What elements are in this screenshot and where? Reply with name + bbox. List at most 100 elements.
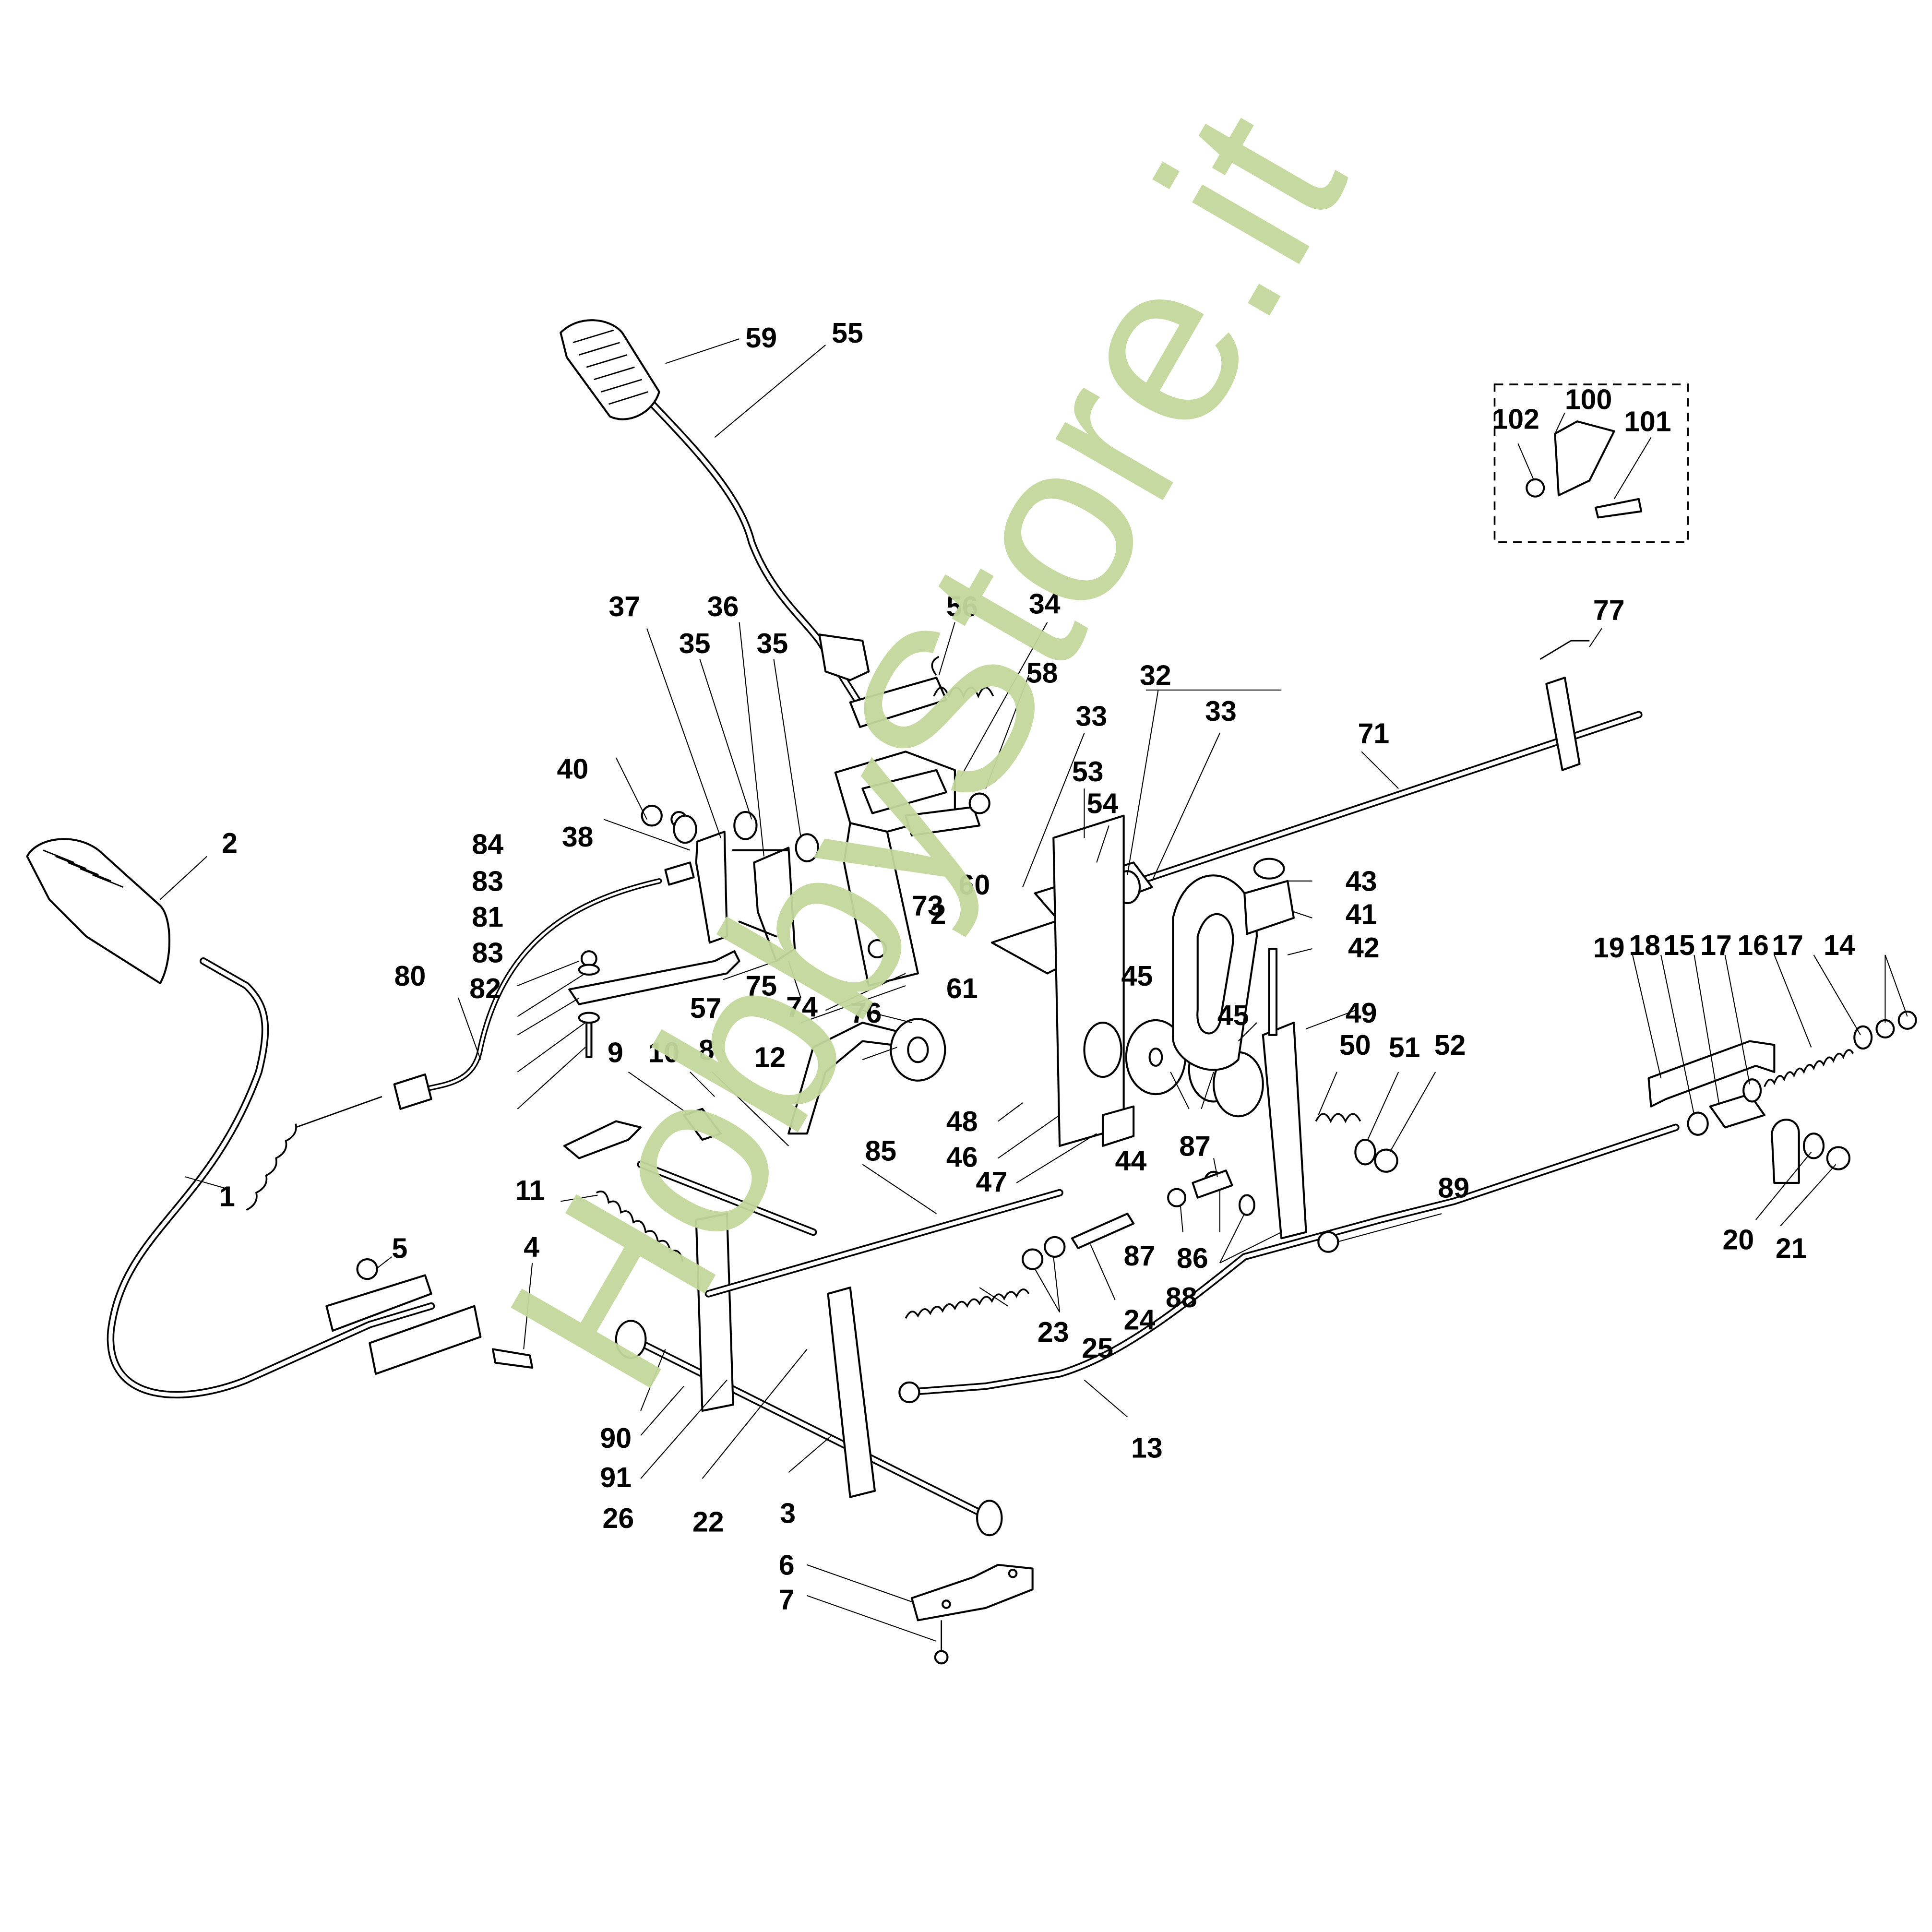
callout-45a: 45 <box>1121 960 1153 992</box>
callout-18: 18 <box>1629 930 1660 961</box>
callout-49: 49 <box>1346 997 1377 1029</box>
spring-23 <box>905 1288 1030 1319</box>
callout-77: 77 <box>1593 595 1625 626</box>
callout-13: 13 <box>1131 1432 1163 1464</box>
callout-59: 59 <box>745 322 777 354</box>
callout-60: 60 <box>959 869 990 901</box>
callout-87b: 87 <box>1124 1240 1156 1272</box>
callout-35b: 35 <box>757 628 788 659</box>
callout-76: 76 <box>850 997 882 1029</box>
callout-52: 52 <box>1434 1029 1466 1061</box>
callout-57: 57 <box>690 992 722 1024</box>
callout-16: 16 <box>1737 930 1769 961</box>
nut-14b <box>1897 1010 1917 1030</box>
callout-32: 32 <box>1140 660 1171 692</box>
callout-14: 14 <box>1824 930 1855 961</box>
nut-40 <box>641 805 663 827</box>
arm-49 <box>1262 947 1307 1240</box>
callout-61: 61 <box>946 973 978 1004</box>
callout-33b: 33 <box>1205 695 1237 727</box>
callout-41: 41 <box>1346 899 1377 930</box>
washer-17a <box>1742 1078 1762 1103</box>
callout-80: 80 <box>394 960 426 992</box>
callout-12: 12 <box>754 1042 786 1073</box>
callout-51: 51 <box>1389 1032 1420 1063</box>
callout-43: 43 <box>1346 865 1377 897</box>
callout-88: 88 <box>1166 1282 1197 1313</box>
callout-87a: 87 <box>1179 1130 1211 1162</box>
spring-16 <box>1764 1049 1854 1087</box>
callout-74: 74 <box>786 991 818 1023</box>
callout-19: 19 <box>1593 932 1625 964</box>
callout-4: 4 <box>524 1231 539 1263</box>
callout-50: 50 <box>1339 1029 1371 1061</box>
callout-38: 38 <box>562 821 594 853</box>
callout-42: 42 <box>1348 932 1380 964</box>
callout-84: 84 <box>472 828 503 860</box>
callout-83b: 83 <box>472 937 503 968</box>
callout-40: 40 <box>557 753 589 785</box>
callout-37: 37 <box>608 591 640 622</box>
callout-86: 86 <box>1177 1242 1208 1274</box>
cable-80 <box>246 861 695 1211</box>
pedal-lever-55 <box>637 388 947 728</box>
bracket-34 <box>834 751 981 987</box>
spacer-18 <box>1687 1111 1709 1136</box>
bolt-4 <box>491 1348 534 1369</box>
lever-8 <box>563 1022 913 1236</box>
callout-100: 100 <box>1565 383 1612 415</box>
pedal-rod-1 <box>107 957 482 1399</box>
callout-22: 22 <box>692 1506 724 1538</box>
bolt-86 <box>1192 1169 1233 1199</box>
pedal-grip-59 <box>560 319 660 420</box>
callout-46: 46 <box>946 1142 978 1173</box>
rod-13 <box>898 1123 1680 1403</box>
callout-9: 9 <box>608 1037 623 1068</box>
callout-56: 56 <box>946 591 978 622</box>
callout-3: 3 <box>780 1498 796 1529</box>
callout-35a: 35 <box>679 628 711 659</box>
nut-58 <box>968 792 990 814</box>
bracket-19 <box>1647 1040 1776 1108</box>
callout-21: 21 <box>1776 1233 1807 1264</box>
callout-36: 36 <box>707 591 739 622</box>
callout-75: 75 <box>745 970 777 1002</box>
shaft-3 <box>615 1213 1003 1537</box>
callout-48: 48 <box>946 1106 978 1137</box>
roller-12 <box>890 1018 946 1082</box>
nut-25a <box>1022 1248 1044 1270</box>
callout-17a: 17 <box>1700 930 1732 961</box>
callout-90: 90 <box>600 1422 632 1454</box>
callout-8: 8 <box>699 1034 715 1066</box>
strap-81 <box>568 950 740 1059</box>
bolt-24 <box>1071 1213 1135 1250</box>
callouts: 59 55 37 36 35 35 56 34 58 32 33 33 53 5… <box>219 317 1855 1615</box>
callout-25: 25 <box>1082 1332 1113 1364</box>
callout-23: 23 <box>1038 1316 1069 1348</box>
callout-54: 54 <box>1087 788 1119 820</box>
callout-15: 15 <box>1663 930 1695 961</box>
callout-20: 20 <box>1723 1224 1754 1256</box>
callout-83a: 83 <box>472 865 503 897</box>
plates-37-36 <box>670 811 819 962</box>
bracket-plate <box>1771 1119 1800 1184</box>
rod-85 <box>704 1189 1063 1298</box>
cam-plate-41 <box>1172 858 1295 1071</box>
callout-58: 58 <box>1026 657 1058 689</box>
callout-33a: 33 <box>1076 700 1108 732</box>
nut-87b <box>1167 1188 1187 1207</box>
callout-85: 85 <box>865 1135 896 1167</box>
callout-1: 1 <box>219 1181 235 1213</box>
washer-88 <box>1238 1194 1255 1216</box>
leader-lines <box>160 338 1908 1642</box>
callout-26: 26 <box>603 1503 634 1534</box>
callout-89: 89 <box>1438 1172 1469 1204</box>
callout-45b: 45 <box>1217 1000 1249 1031</box>
nut-25b <box>1044 1236 1066 1258</box>
callout-7: 7 <box>779 1584 795 1615</box>
callout-102: 102 <box>1492 404 1539 435</box>
callout-17b: 17 <box>1772 930 1803 961</box>
nut-52 <box>1374 1148 1398 1173</box>
callout-47: 47 <box>976 1166 1008 1198</box>
rod-71 <box>1117 640 1643 891</box>
